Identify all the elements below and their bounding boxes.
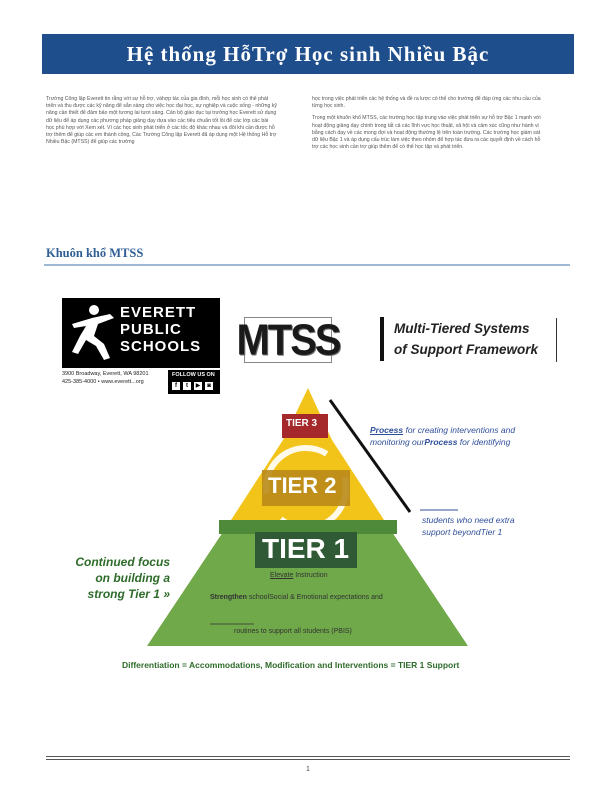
tier2-label: TIER 2: [268, 473, 337, 498]
follow-label: FOLLOW US ON: [172, 372, 215, 378]
mtss-divider: [380, 317, 384, 361]
intro-paragraph: Trong một khuôn khổ MTSS, các trường học…: [312, 115, 541, 151]
students-note: students who need extra support beyondTi…: [422, 514, 526, 538]
mtss-acronym-box: MTSS: [236, 315, 341, 363]
district-address: 3900 Broadway, Everett, WA 98201 425-385…: [62, 370, 166, 386]
tier1-label: TIER 1: [262, 533, 350, 564]
intro-paragraph: Trường Công lập Everett tin rằng với sự …: [46, 96, 277, 146]
section-heading: Khuôn khổ MTSS: [46, 246, 144, 260]
tier1-band: [147, 520, 468, 646]
intro-column-left: Trường Công lập Everett tin rằng với sự …: [46, 96, 278, 151]
pyramid-edge-line: [328, 399, 412, 513]
tier3-label: TIER 3: [286, 418, 318, 429]
process-text: for creating interventions and: [403, 425, 516, 435]
differentiation-statement: Differentiation = Accommodations, Modifi…: [122, 660, 460, 670]
students-text: students who need extra: [422, 515, 515, 525]
elevate-term: Elevate: [270, 572, 294, 579]
process-note: Process for creating interventions and m…: [370, 424, 526, 448]
process-term: Process: [370, 425, 404, 435]
instruction-text: Instruction: [293, 572, 328, 579]
footer-rule: [46, 759, 570, 760]
tier1-dark-band: [219, 520, 397, 534]
title-banner: Hệ thống HỗTrợ Học sinh Nhiều Bậc: [42, 34, 574, 74]
process-text: monitoring our: [370, 437, 425, 447]
logo-wordmark: EVERETT PUBLIC SCHOOLS: [120, 304, 201, 355]
runner-logo-icon: [72, 305, 114, 360]
follow-us-box: FOLLOW US ON f t ▶ ◙: [168, 370, 220, 394]
routines-line: routines to support all students (PBIS): [234, 628, 352, 635]
tier3-banner: [282, 414, 328, 438]
logo-line: SCHOOLS: [120, 338, 202, 355]
tier2-banner: [262, 470, 350, 506]
intro-column-right: học trong việc phát triển các hệ thống v…: [312, 96, 544, 156]
everett-logo: EVERETT PUBLIC SCHOOLS: [62, 298, 220, 368]
facebook-icon[interactable]: f: [172, 382, 180, 390]
mtss-subtitle-line: of Support Framework: [394, 342, 539, 357]
strengthen-term: Strengthen: [210, 594, 247, 601]
page-number: 1: [306, 766, 310, 773]
students-text: support beyondTier 1: [422, 527, 503, 537]
elevate-line: Elevate Instruction: [270, 572, 328, 579]
footer-rule: [46, 756, 570, 757]
logo-line: EVERETT: [120, 304, 197, 321]
process-text: for identifying: [457, 437, 511, 447]
phone-web-line: 425-385-4000 • www.everett...org: [62, 379, 144, 385]
continued-focus-note: Continued focus on building a strong Tie…: [75, 555, 170, 601]
mtss-acronym: MTSS: [236, 315, 341, 364]
strengthen-line: Strengthen schoolSocial & Emotional expe…: [210, 594, 383, 601]
mtss-subtitle-line: Multi-Tiered Systems: [394, 321, 530, 336]
mtss-subtitle-frame: [390, 318, 557, 362]
mtss-subtitle: Multi-Tiered Systems of Support Framewor…: [394, 318, 554, 360]
page-title: Hệ thống HỗTrợ Học sinh Nhiều Bậc: [126, 41, 490, 66]
section-divider: [44, 264, 570, 266]
address-line: 3900 Broadway, Everett, WA 98201: [62, 371, 149, 377]
twitter-icon[interactable]: t: [183, 382, 191, 390]
strengthen-text: schoolSocial & Emotional expectations an…: [246, 594, 383, 601]
intro-paragraph: học trong việc phát triển các hệ thống v…: [312, 96, 541, 110]
instagram-icon[interactable]: ◙: [205, 382, 213, 390]
youtube-icon[interactable]: ▶: [194, 382, 202, 390]
process-term: Process: [424, 437, 458, 447]
tier1-banner: [255, 532, 357, 568]
logo-line: PUBLIC: [120, 321, 182, 338]
pyramid-edge-line: [339, 423, 355, 439]
